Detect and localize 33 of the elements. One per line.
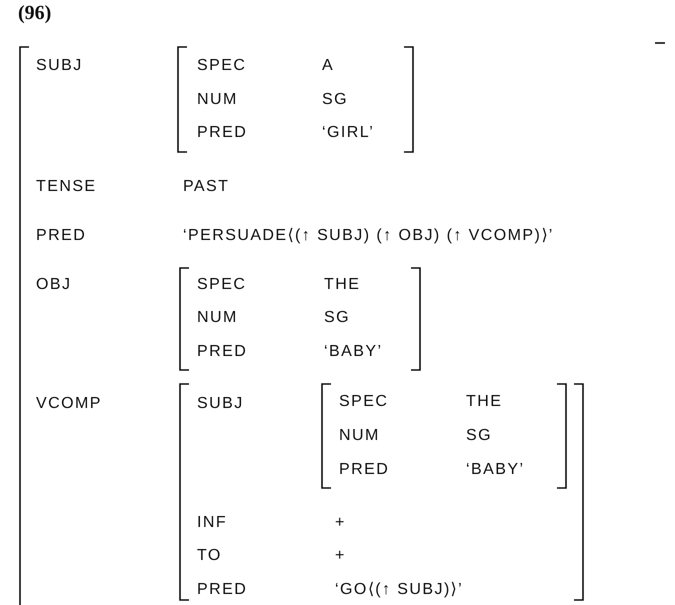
feature-text: SUBJ [197,395,244,413]
feature-text: INF [197,514,228,532]
feature-text: ‘BABY’ [324,343,382,361]
feature-text: THE [324,276,360,294]
feature-text: PAST [183,178,230,196]
feature-text: SPEC [197,57,246,75]
feature-text: + [335,514,346,532]
feature-text: ‘GO⟨(↑ SUBJ)⟩’ [335,581,464,599]
feature-text: SG [322,91,348,109]
feature-text: SPEC [339,393,388,411]
feature-text: ‘GIRL’ [322,124,374,142]
feature-text: NUM [197,91,238,109]
feature-text: VCOMP [36,395,102,413]
feature-text: PRED [197,124,248,142]
feature-text: NUM [197,309,238,327]
feature-text: SUBJ [36,57,83,75]
feature-text: PRED [197,581,248,599]
feature-text: + [335,547,346,565]
example-number: (96) [18,2,52,25]
feature-text: SG [466,427,492,445]
feature-text: A [322,57,334,75]
feature-text: PRED [339,461,390,479]
feature-text: NUM [339,427,380,445]
feature-text: ‘BABY’ [466,461,524,479]
feature-text: SG [324,309,350,327]
feature-text: THE [466,393,502,411]
feature-text: ‘PERSUADE⟨(↑ SUBJ) (↑ OBJ) (↑ VCOMP)⟩’ [183,227,554,245]
feature-text: OBJ [36,276,72,294]
feature-text: TO [197,547,222,565]
feature-text: TENSE [36,178,97,196]
feature-text: PRED [36,227,86,245]
feature-text: SPEC [197,276,246,294]
feature-text: PRED [197,343,248,361]
